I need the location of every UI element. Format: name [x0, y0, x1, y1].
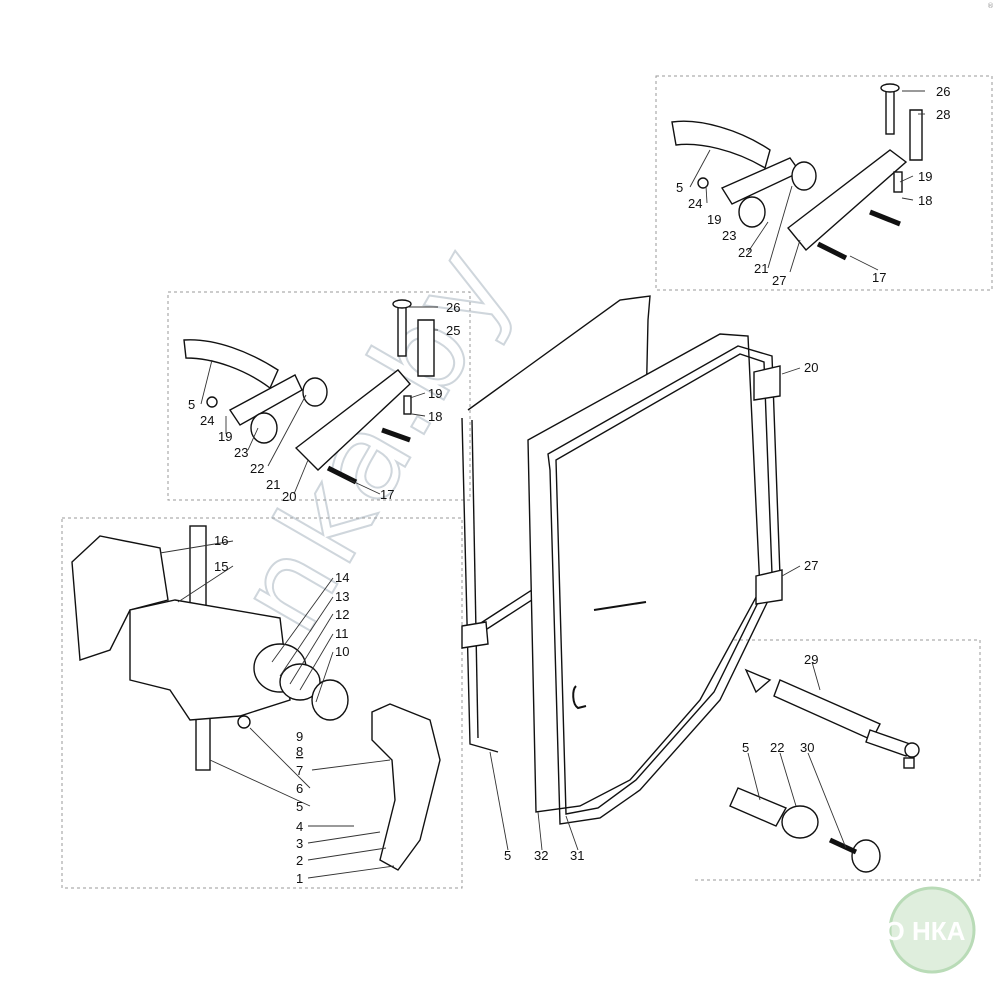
callout-labels-door: 20 27 5 32 31	[504, 360, 818, 863]
callout: 8	[296, 744, 303, 759]
callout: 5	[676, 180, 683, 195]
callout: 24	[200, 413, 214, 428]
agro-nka-logo: АГРО НКА	[834, 886, 976, 974]
callout: 6	[296, 781, 303, 796]
callout: 22	[770, 740, 784, 755]
callout: 17	[380, 487, 394, 502]
callout-labels-upper-right: 26 28 5 24 19 23 22 21 27 17 19 18	[676, 84, 950, 288]
callout: 26	[446, 300, 460, 315]
callout: 27	[772, 273, 786, 288]
callout: 22	[738, 245, 752, 260]
logo-circle	[888, 886, 976, 974]
callout: 2	[296, 853, 303, 868]
leader-lines	[159, 90, 925, 879]
callout: 23	[722, 228, 736, 243]
callout: 26	[936, 84, 950, 99]
callout: 18	[428, 409, 442, 424]
gas-strut	[744, 668, 920, 769]
callout: 4	[296, 819, 303, 834]
callout: 19	[918, 169, 932, 184]
callout: 13	[335, 589, 349, 604]
callout: 30	[800, 740, 814, 755]
roller-assembly	[729, 787, 881, 873]
callout: 19	[707, 212, 721, 227]
callout-labels-middle-left: 26 25 5 24 19 23 22 21 20 17 19 18	[188, 300, 460, 504]
callout: 3	[296, 836, 303, 851]
callout: 10	[335, 644, 349, 659]
callout: 9	[296, 729, 303, 744]
callout: 24	[688, 196, 702, 211]
callout: 12	[335, 607, 349, 622]
callout: 5	[504, 848, 511, 863]
callout: 18	[918, 193, 932, 208]
hinge-assembly-upper-right	[671, 83, 923, 261]
callout: 25	[446, 323, 460, 338]
callout: 21	[754, 261, 768, 276]
hinge-assembly-middle-left	[183, 299, 435, 485]
callout: 21	[266, 477, 280, 492]
callout: 15	[214, 559, 228, 574]
corner-mark: ®	[987, 2, 994, 10]
callout: 14	[335, 570, 349, 585]
callout-labels-lock: 16 15 14 13 12 11 10 9 8 7 6 5 4 3 2 1	[214, 533, 349, 886]
callout: 11	[335, 626, 349, 641]
callout: 19	[218, 429, 232, 444]
callout: 20	[282, 489, 296, 504]
callout: 22	[250, 461, 264, 476]
lock-assembly	[71, 525, 441, 871]
door-frame	[461, 295, 783, 825]
callout: 5	[296, 799, 303, 814]
callout: 31	[570, 848, 584, 863]
callout: 5	[188, 397, 195, 412]
callout: 5	[742, 740, 749, 755]
group-frames	[61, 75, 993, 889]
callout-labels-strut-roller: 29 5 22 30	[742, 652, 818, 755]
logo-text: АГРО НКА	[834, 916, 966, 946]
callout: 29	[804, 652, 818, 667]
callout: 19	[428, 386, 442, 401]
callout: 20	[804, 360, 818, 375]
callout: 17	[872, 270, 886, 285]
callout: 32	[534, 848, 548, 863]
callout: 7	[296, 763, 303, 778]
callout: 23	[234, 445, 248, 460]
callout: 16	[214, 533, 228, 548]
callout: 28	[936, 107, 950, 122]
callout: 27	[804, 558, 818, 573]
callout: 1	[296, 871, 303, 886]
